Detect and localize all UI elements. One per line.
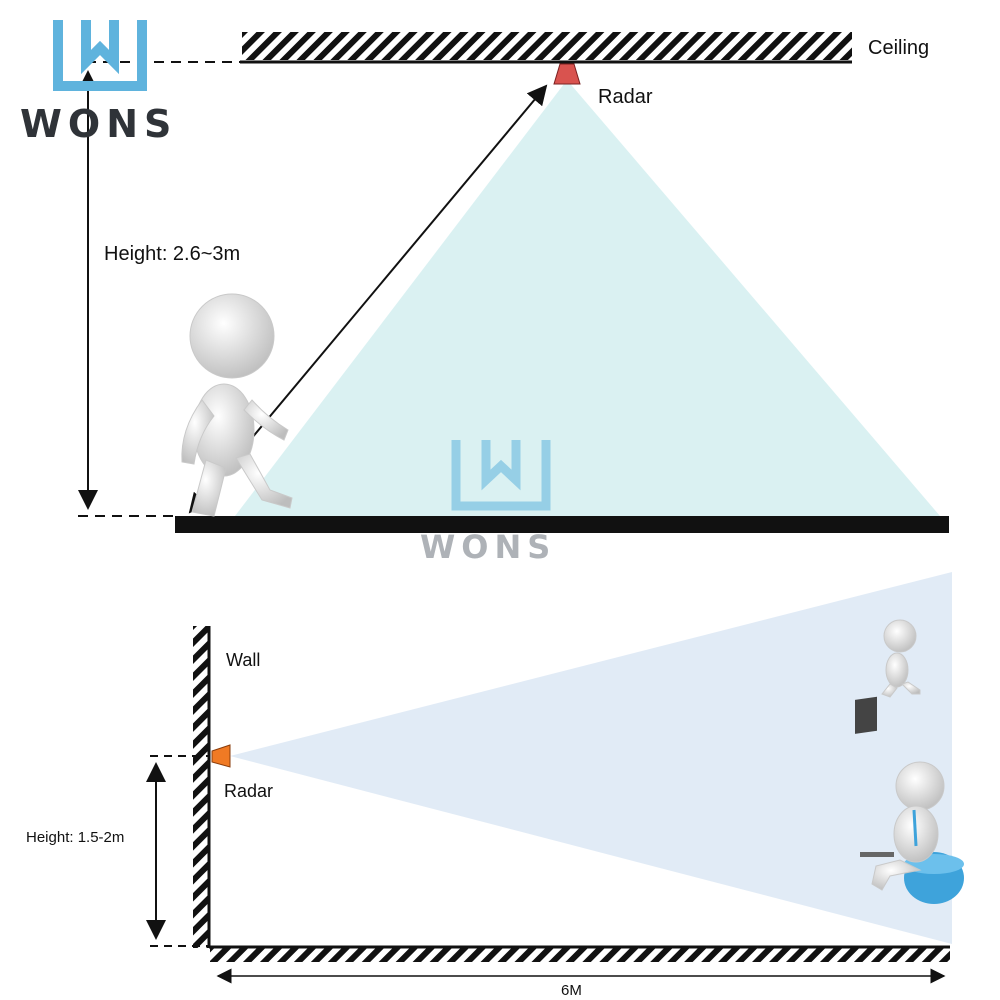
wall-mount-section <box>146 572 964 984</box>
brand-logo-mark <box>53 20 147 91</box>
wall-label: Wall <box>226 650 261 670</box>
ceiling-label: Ceiling <box>868 37 930 59</box>
ceiling-mount-section <box>78 32 949 533</box>
center-watermark-logo <box>451 440 551 511</box>
small-walking-person-figure <box>881 619 921 698</box>
wall-distance-label: 6M <box>561 982 582 999</box>
wall-floor-hatch <box>210 948 950 962</box>
wall-radar-label: Radar <box>224 781 274 801</box>
wall-radar-icon <box>211 744 231 768</box>
wall-radar-beam <box>230 572 952 944</box>
center-watermark-text: WONS <box>420 528 557 566</box>
wall-height-label: Height: 1.5-2m <box>26 829 125 846</box>
wall-hatch <box>193 626 208 948</box>
laptop-icon <box>855 696 877 734</box>
walking-person-figure <box>181 293 293 517</box>
ceiling-hatch <box>242 32 852 60</box>
center-logo-mark <box>451 440 551 511</box>
brand-logo-text: WONS <box>20 102 178 146</box>
seated-person-laptop-figure <box>855 696 964 904</box>
floor-bar <box>175 516 949 533</box>
ceiling-height-label: Height: 2.6~3m <box>104 243 241 265</box>
ceiling-radar-beam <box>235 80 940 516</box>
ceiling-radar-label: Radar <box>598 86 653 108</box>
ceiling-radar-icon <box>553 63 581 85</box>
